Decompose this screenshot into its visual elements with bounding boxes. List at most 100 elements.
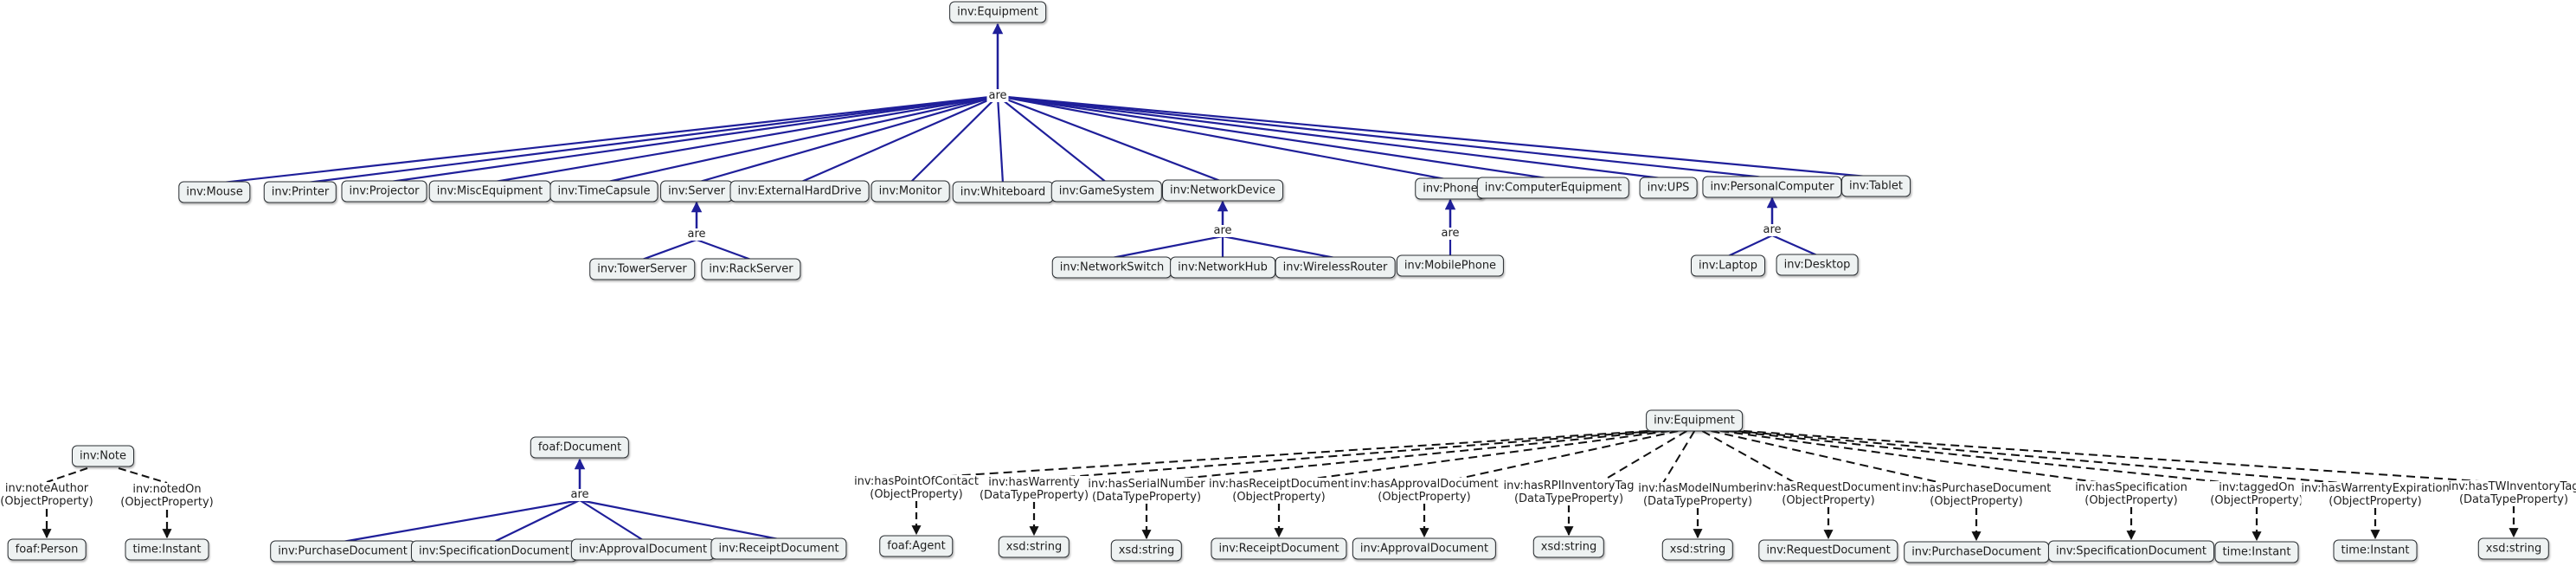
property-edge xyxy=(118,467,168,484)
node-inv-networkswitch: inv:NetworkSwitch xyxy=(1051,256,1172,279)
node-inv-personalcomputer: inv:PersonalComputer xyxy=(1702,176,1842,198)
node-inv-laptop: inv:Laptop xyxy=(1691,254,1765,277)
property-label: inv:notedOn(ObjectProperty) xyxy=(120,483,214,509)
property-edge xyxy=(1313,430,1670,479)
property-edge xyxy=(1662,430,1696,484)
property-name: inv:hasRequestDocument xyxy=(1756,481,1901,494)
node-inv-mouse: inv:Mouse xyxy=(178,181,251,203)
property-kind: (ObjectProperty) xyxy=(1756,494,1901,507)
are-connector: are xyxy=(1761,223,1783,236)
node-inv-requestdocument: inv:RequestDocument xyxy=(1758,539,1898,562)
node-inv-networkhub: inv:NetworkHub xyxy=(1170,256,1275,279)
node-inv-phone: inv:Phone xyxy=(1415,177,1486,200)
subclass-edge xyxy=(997,94,1224,183)
property-label: inv:hasSpecification(ObjectProperty) xyxy=(2075,481,2187,507)
are-connector: are xyxy=(1439,227,1461,240)
node-inv-towerserver: inv:TowerServer xyxy=(589,258,695,280)
node-inv-externalharddrive: inv:ExternalHardDrive xyxy=(729,180,870,203)
node-inv-tablet: inv:Tablet xyxy=(1841,175,1911,197)
property-edge xyxy=(1180,430,1662,479)
property-edge xyxy=(1711,430,1943,484)
property-label: inv:noteAuthor(ObjectProperty) xyxy=(0,482,93,508)
subclass-edge xyxy=(342,498,581,543)
subclass-edge xyxy=(579,499,644,541)
subclass-edge xyxy=(489,94,999,184)
node-inv-specificationdocument: inv:SpecificationDocument xyxy=(410,540,578,563)
node-inv-approvaldocument: inv:ApprovalDocument xyxy=(1352,537,1497,560)
subclass-edge xyxy=(997,95,1108,183)
node-inv-rackserver: inv:RackServer xyxy=(701,258,801,280)
property-kind: (DataTypeProperty) xyxy=(979,489,1089,502)
property-name: inv:hasPurchaseDocument xyxy=(1901,482,2052,495)
property-label: inv:hasRPIInventoryTag(DataTypeProperty) xyxy=(1503,479,1635,505)
subclass-edge xyxy=(997,94,1669,181)
property-edge xyxy=(1727,430,2223,483)
property-edge xyxy=(1701,430,1795,483)
subclass-edge xyxy=(641,238,697,261)
property-kind: (ObjectProperty) xyxy=(1208,491,1350,504)
node-inv-purchasedocument: inv:PurchaseDocument xyxy=(1904,541,2049,563)
node-inv-monitor: inv:Monitor xyxy=(870,180,950,203)
property-kind: (DataTypeProperty) xyxy=(1088,491,1205,504)
node-inv-specificationdocument: inv:SpecificationDocument xyxy=(2047,540,2215,563)
are-connector: are xyxy=(569,488,591,501)
property-kind: (ObjectProperty) xyxy=(854,488,979,501)
property-name: inv:hasRPIInventoryTag xyxy=(1503,479,1635,492)
node-time-instant: time:Instant xyxy=(2333,539,2418,562)
are-connector: are xyxy=(986,89,1009,102)
property-kind: (ObjectProperty) xyxy=(2210,494,2303,507)
node-time-instant: time:Instant xyxy=(125,538,209,561)
subclass-edge xyxy=(997,94,1877,179)
node-inv-printer: inv:Printer xyxy=(263,181,337,203)
property-label: inv:hasTWInventoryTag(DataTypeProperty) xyxy=(2448,480,2576,506)
subclass-edge xyxy=(997,94,1451,182)
subclass-edge xyxy=(1222,235,1336,260)
subclass-edge xyxy=(909,95,999,183)
node-inv-wirelessrouter: inv:WirelessRouter xyxy=(1275,256,1396,279)
subclass-edge xyxy=(579,498,780,541)
property-label: inv:hasApprovalDocument(ObjectProperty) xyxy=(1350,478,1499,504)
are-connector: are xyxy=(1211,224,1234,237)
subclass-edge xyxy=(997,94,1554,181)
node-inv-server: inv:Server xyxy=(660,180,733,203)
property-name: inv:notedOn xyxy=(120,483,214,496)
subclass-edge xyxy=(603,94,999,184)
subclass-edge xyxy=(996,95,1005,184)
property-kind: (ObjectProperty) xyxy=(120,496,214,509)
node-inv-purchasedocument: inv:PurchaseDocument xyxy=(270,540,415,563)
subclass-edge xyxy=(299,94,999,185)
node-inv-equipment: inv:Equipment xyxy=(1646,409,1743,432)
node-inv-ups: inv:UPS xyxy=(1639,177,1698,199)
node-inv-desktop: inv:Desktop xyxy=(1776,254,1859,276)
property-kind: (DataTypeProperty) xyxy=(2448,493,2576,506)
node-inv-mobilephone: inv:MobilePhone xyxy=(1396,254,1505,277)
node-inv-projector: inv:Projector xyxy=(341,180,427,203)
property-kind: (ObjectProperty) xyxy=(2075,494,2187,507)
property-label: inv:hasSerialNumber(DataTypeProperty) xyxy=(1088,478,1205,504)
node-inv-computerequipment: inv:ComputerEquipment xyxy=(1476,177,1630,199)
property-label: inv:taggedOn(ObjectProperty) xyxy=(2210,481,2303,507)
property-name: inv:hasWarrenty xyxy=(979,476,1089,489)
property-label: inv:hasRequestDocument(ObjectProperty) xyxy=(1756,481,1901,507)
subclass-edge xyxy=(696,238,752,261)
property-edge xyxy=(1458,430,1679,479)
property-edge xyxy=(1720,430,2097,483)
property-edge xyxy=(1068,430,1655,478)
property-label: inv:hasPurchaseDocument(ObjectProperty) xyxy=(1901,482,2052,508)
node-inv-receiptdocument: inv:ReceiptDocument xyxy=(710,537,847,560)
subclass-edge xyxy=(1727,235,1773,257)
node-inv-networkdevice: inv:NetworkDevice xyxy=(1162,179,1283,202)
property-name: inv:hasApprovalDocument xyxy=(1350,478,1499,491)
property-edge xyxy=(1603,430,1687,481)
property-kind: (ObjectProperty) xyxy=(1350,491,1499,504)
node-inv-gamesystem: inv:GameSystem xyxy=(1050,180,1163,203)
property-kind: (ObjectProperty) xyxy=(1901,495,2052,508)
property-label: inv:hasWarrentyExpiration(ObjectProperty… xyxy=(2301,482,2450,508)
property-name: inv:hasSpecification xyxy=(2075,481,2187,494)
subclass-edge xyxy=(696,94,999,184)
property-name: inv:hasWarrentyExpiration xyxy=(2301,482,2450,495)
node-xsd-string: xsd:string xyxy=(2477,537,2550,560)
property-name: inv:hasModelNumber xyxy=(1638,482,1757,495)
node-foaf-agent: foaf:Agent xyxy=(879,535,954,557)
